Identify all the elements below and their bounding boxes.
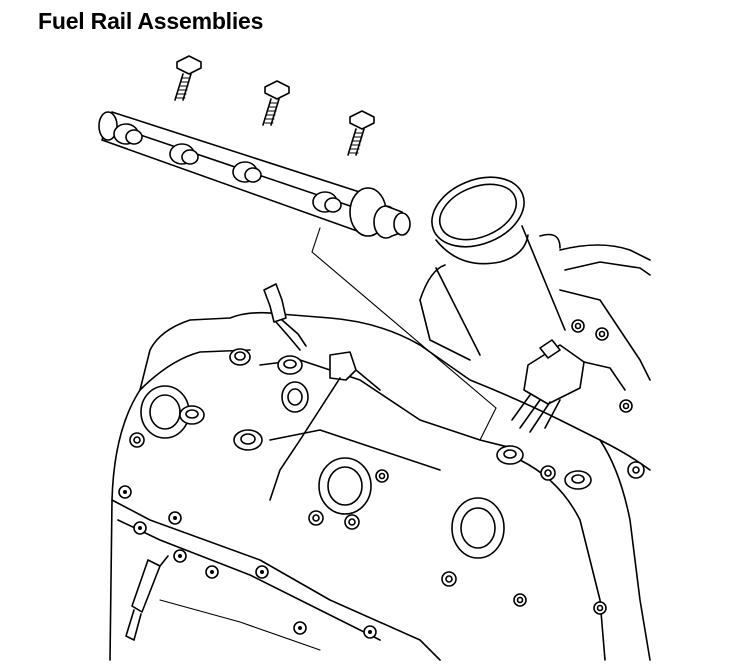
fuel-rail-bolts bbox=[174, 55, 375, 156]
throttle-body-adapter bbox=[419, 176, 566, 361]
fuel-rail-bolt bbox=[262, 80, 290, 126]
sensor-stud bbox=[125, 555, 169, 641]
intake-manifold bbox=[109, 244, 651, 661]
rail-injector-port bbox=[113, 123, 143, 145]
callout-lines bbox=[311, 227, 497, 441]
injector-bosses bbox=[179, 348, 592, 490]
port-3 bbox=[451, 497, 505, 559]
injector-boss bbox=[564, 470, 592, 490]
injector-boss bbox=[496, 445, 524, 465]
fuel-rail-bolt bbox=[174, 55, 202, 101]
injector-boss bbox=[233, 429, 263, 451]
fuel-injector-harness bbox=[511, 339, 626, 433]
rail-injector-port bbox=[169, 143, 199, 165]
injector-boss bbox=[277, 355, 303, 375]
figure-title: Fuel Rail Assemblies bbox=[38, 8, 264, 34]
injector-boss bbox=[229, 348, 251, 366]
port-2 bbox=[318, 457, 372, 515]
fuel-rail-bolt bbox=[347, 110, 375, 156]
rail-injector-port bbox=[232, 161, 262, 183]
bolt-holes bbox=[129, 319, 645, 615]
fuel-rail bbox=[98, 111, 411, 239]
connector-left bbox=[263, 283, 307, 351]
flange-bolts bbox=[118, 485, 377, 639]
rail-injector-port bbox=[312, 191, 342, 213]
port-4 bbox=[281, 381, 309, 413]
injector-boss bbox=[179, 405, 205, 425]
